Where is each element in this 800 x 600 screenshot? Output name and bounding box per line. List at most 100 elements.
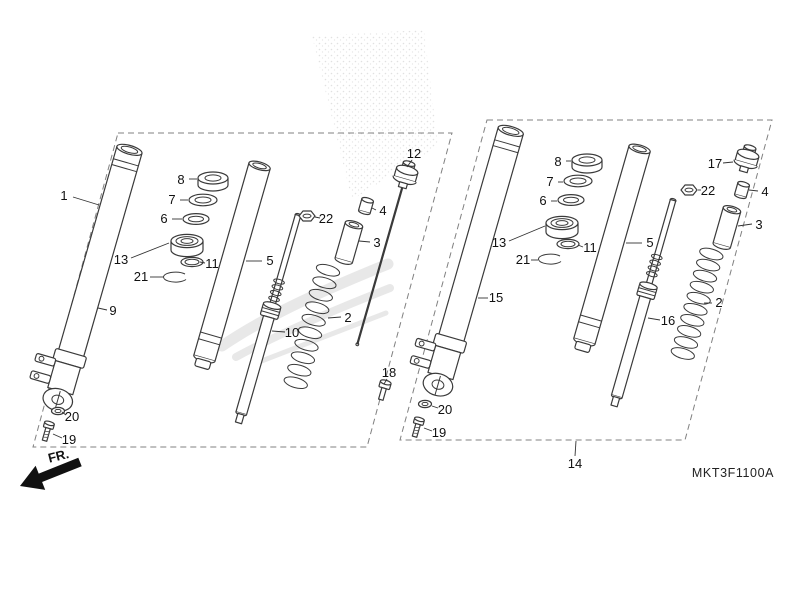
inner-fork-tube-left bbox=[193, 160, 271, 370]
damper-rod-left bbox=[234, 212, 302, 425]
fr-label: FR. bbox=[46, 446, 70, 466]
callout-right-11: 11 bbox=[583, 240, 597, 255]
callout-leader-right-20 bbox=[431, 405, 439, 409]
socket-bolt-right bbox=[411, 416, 425, 438]
snap-ring-right bbox=[538, 253, 562, 265]
sealing-washer-left bbox=[50, 406, 66, 416]
callout-leader-right-17 bbox=[722, 161, 734, 164]
stopper-ring-left bbox=[182, 213, 210, 226]
callout-leader-left-20 bbox=[61, 411, 67, 416]
callout-left-8: 8 bbox=[177, 172, 184, 187]
callout-left-21: 21 bbox=[134, 269, 148, 284]
callout-left-7: 7 bbox=[168, 192, 175, 207]
callout-leader-left-19 bbox=[52, 433, 63, 439]
stopper-ring-right bbox=[557, 194, 585, 207]
outer-fork-tube-right bbox=[409, 124, 524, 397]
callout-right-15: 15 bbox=[489, 290, 503, 305]
callout-leader-right-4 bbox=[748, 189, 759, 192]
callout-leader-left-13 bbox=[130, 242, 170, 259]
callout-left-22: 22 bbox=[319, 211, 333, 226]
callout-leader-right-14 bbox=[574, 440, 577, 457]
left-fork-assembly bbox=[29, 143, 419, 442]
callout-right-19: 19 bbox=[432, 425, 446, 440]
lock-nut-right bbox=[680, 184, 698, 196]
callout-right-3: 3 bbox=[755, 217, 762, 232]
center-bolt bbox=[377, 379, 392, 401]
callout-left-11: 11 bbox=[205, 256, 219, 271]
callout-leader-left-3 bbox=[358, 240, 371, 243]
callout-left-3: 3 bbox=[373, 235, 380, 250]
sealing-washer-right bbox=[417, 399, 433, 409]
callout-left-12: 12 bbox=[407, 146, 421, 161]
lock-nut-left bbox=[298, 210, 316, 222]
callout-left-9: 9 bbox=[109, 303, 116, 318]
callout-leader-left-10 bbox=[271, 330, 286, 333]
callout-leader-right-3 bbox=[737, 223, 753, 227]
watermark bbox=[216, 30, 438, 367]
right-assembly-boundary bbox=[399, 119, 773, 441]
callout-leader-right-13 bbox=[508, 225, 546, 242]
callout-right-22: 22 bbox=[701, 183, 715, 198]
outer-fork-tube-left bbox=[29, 143, 143, 412]
fork-spring-right bbox=[670, 247, 724, 360]
seal-washer-left bbox=[188, 193, 218, 207]
dust-seal-right bbox=[571, 153, 603, 174]
callout-right-2: 2 bbox=[715, 295, 722, 310]
callout-left-2: 2 bbox=[344, 310, 351, 325]
callout-leader-left-18 bbox=[383, 378, 388, 385]
callout-leader-left-2 bbox=[327, 316, 342, 319]
callout-leader-left-12 bbox=[406, 159, 413, 168]
inner-fork-tube-right bbox=[573, 143, 651, 353]
socket-bolt-left bbox=[41, 420, 55, 442]
callout-leader-right-19 bbox=[423, 427, 433, 432]
spring-collar-right bbox=[712, 204, 742, 250]
callout-right-21: 21 bbox=[516, 252, 530, 267]
callout-right-13: 13 bbox=[492, 235, 506, 250]
fork-cap-left bbox=[355, 160, 419, 347]
seal-washer-right bbox=[563, 174, 593, 188]
dust-seal-left bbox=[197, 171, 229, 192]
backup-ring-left bbox=[180, 256, 204, 268]
callout-leader-left-9 bbox=[97, 307, 108, 311]
callout-right-14: 14 bbox=[568, 456, 582, 471]
callout-right-5: 5 bbox=[646, 235, 653, 250]
callout-right-16: 16 bbox=[661, 313, 675, 328]
callout-right-8: 8 bbox=[554, 154, 561, 169]
fr-direction-indicator: FR. bbox=[20, 446, 82, 490]
callout-leader-left-4 bbox=[371, 207, 377, 211]
spring-seat-right bbox=[733, 180, 751, 200]
callout-leader-left-11 bbox=[199, 261, 206, 264]
callout-left-5: 5 bbox=[266, 253, 273, 268]
callout-left-13: 13 bbox=[114, 252, 128, 267]
callout-right-20: 20 bbox=[438, 402, 452, 417]
callout-left-18: 18 bbox=[382, 365, 396, 380]
callout-leader-right-16 bbox=[647, 317, 661, 321]
diagram-code: MKT3F1100A bbox=[692, 466, 774, 480]
right-fork-assembly bbox=[409, 124, 760, 438]
callout-right-17: 17 bbox=[708, 156, 722, 171]
callout-right-7: 7 bbox=[546, 174, 553, 189]
callout-leader-right-11 bbox=[577, 244, 584, 248]
snap-ring-left bbox=[163, 271, 187, 283]
callout-leader-left-1 bbox=[72, 196, 100, 206]
backup-ring-right bbox=[556, 238, 580, 250]
callout-right-4: 4 bbox=[761, 184, 768, 199]
callout-left-10: 10 bbox=[285, 325, 299, 340]
damper-rod-right bbox=[610, 197, 677, 408]
callout-left-1: 1 bbox=[60, 188, 67, 203]
fork-spring-left bbox=[283, 263, 341, 390]
callout-left-4: 4 bbox=[379, 203, 386, 218]
callout-right-6: 6 bbox=[539, 193, 546, 208]
fr-arrow-icon bbox=[20, 457, 82, 490]
spring-seat-left bbox=[357, 196, 375, 216]
callout-left-20: 20 bbox=[65, 409, 79, 424]
oil-seal-right bbox=[545, 215, 579, 240]
fork-cap-right bbox=[733, 144, 760, 174]
callout-leader-left-22 bbox=[314, 216, 321, 219]
oil-seal-left bbox=[170, 233, 204, 258]
spring-collar-left bbox=[334, 219, 364, 265]
callout-left-19: 19 bbox=[62, 432, 76, 447]
